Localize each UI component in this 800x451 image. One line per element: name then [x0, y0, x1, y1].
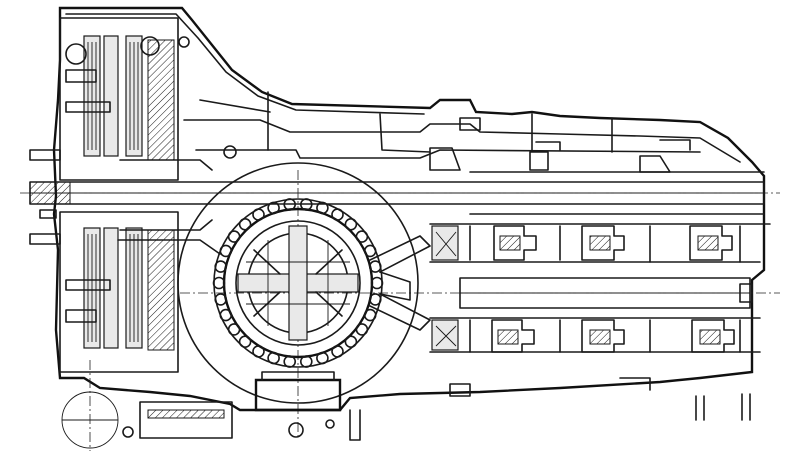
roller	[267, 351, 280, 365]
roller	[238, 218, 252, 231]
synchronizer-2	[581, 225, 625, 353]
roller	[252, 208, 265, 221]
roller	[331, 208, 344, 221]
roller	[299, 355, 313, 368]
ring-gear-rollers	[212, 198, 384, 368]
roller	[212, 276, 226, 290]
roller	[219, 244, 233, 258]
roller	[219, 308, 233, 322]
roller	[344, 335, 358, 349]
roller	[214, 293, 227, 306]
roller	[363, 244, 377, 258]
roller	[368, 260, 382, 273]
roller	[227, 230, 241, 243]
roller	[267, 201, 280, 215]
roller	[331, 345, 344, 358]
sump-and-pinion	[61, 371, 751, 449]
roller	[299, 198, 313, 211]
roller	[355, 323, 369, 336]
roller	[283, 198, 297, 211]
differential	[177, 162, 431, 404]
roller	[316, 201, 329, 215]
synchronizer-1	[491, 225, 537, 353]
roller	[363, 308, 377, 322]
roller	[252, 345, 265, 358]
roller	[283, 355, 297, 368]
roller	[316, 351, 329, 365]
roller	[368, 293, 382, 306]
roller	[344, 218, 358, 231]
synchronizer-3	[689, 225, 735, 353]
roller	[355, 230, 369, 243]
roller	[238, 335, 252, 349]
housing-outline	[52, 6, 766, 412]
roller	[370, 276, 384, 290]
clutch-housing	[29, 17, 237, 373]
roller	[214, 260, 227, 273]
roller	[227, 323, 241, 336]
gear-cluster	[429, 117, 771, 353]
